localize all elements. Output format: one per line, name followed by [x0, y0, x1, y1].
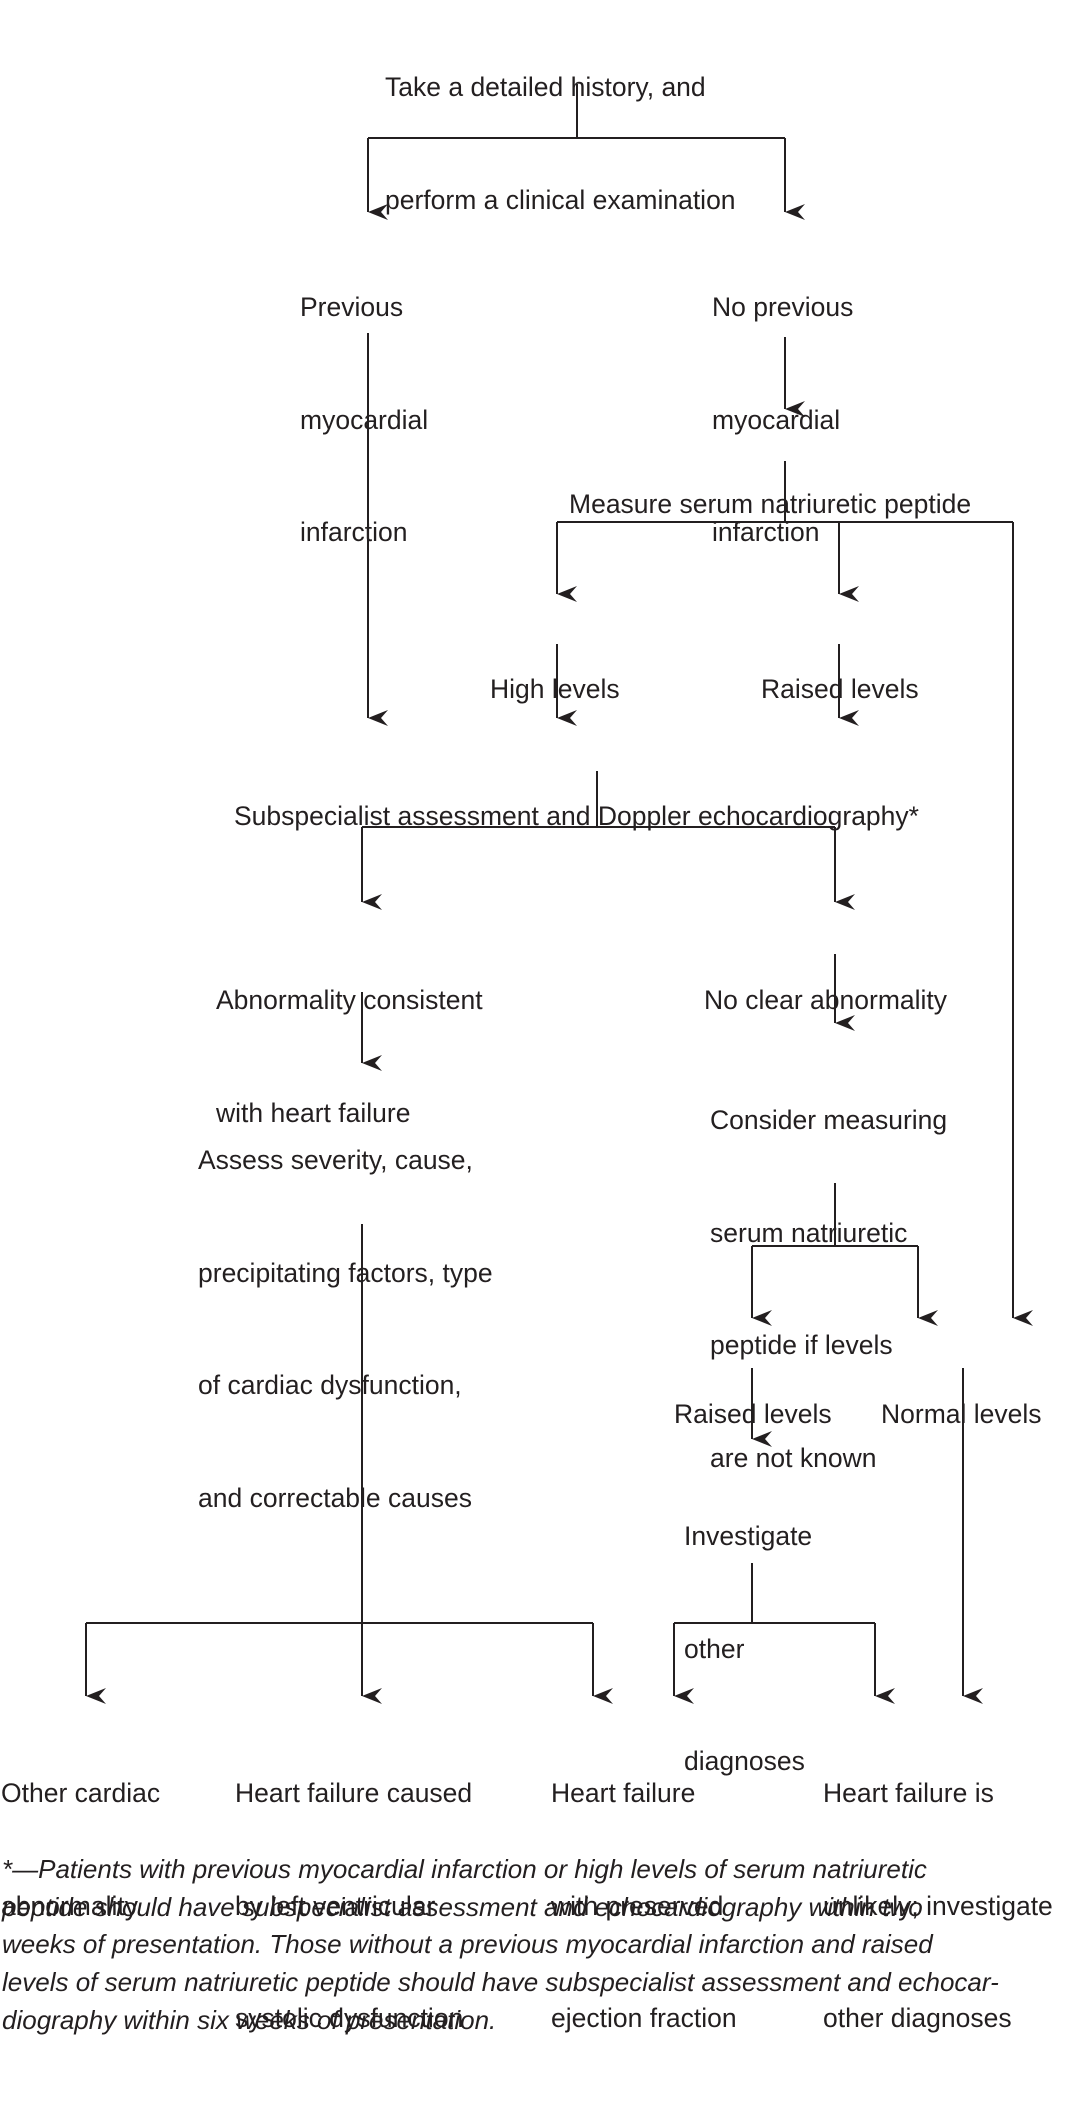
node-start: Take a detailed history, and perform a c…: [385, 0, 736, 294]
node-raised-levels-upper: Raised levels: [761, 596, 919, 784]
node-consider-line: Consider measuring: [710, 1105, 948, 1135]
node-no-previous-mi-line: myocardial: [712, 404, 841, 435]
node-consider-line: are not known: [710, 1442, 877, 1473]
node-no-clear-abnormality-line: No clear abnormality: [704, 985, 948, 1015]
node-measure-line: Measure serum natriuretic peptide: [569, 489, 972, 519]
node-consider-measuring: Consider measuring serum natriuretic pep…: [710, 1027, 947, 1552]
node-no-previous-mi-line: infarction: [712, 517, 820, 547]
node-raised-levels-lower: Raised levels: [674, 1321, 832, 1509]
footnote-line: peptide should have subspecialist assess…: [2, 1891, 923, 1922]
node-previous-mi: Previous myocardial infarction: [300, 214, 428, 627]
node-hf-unlikely-line: other diagnoses: [823, 2003, 1012, 2033]
node-no-previous-mi: No previous myocardial infarction: [712, 214, 853, 627]
node-no-clear-abnormality: No clear abnormality: [704, 907, 947, 1095]
node-hf-preserved-line: ejection fraction: [551, 2003, 737, 2033]
footnote-line: *—Patients with previous myocardial infa…: [2, 1854, 927, 1884]
node-hf-systolic-line: by left ventricular: [235, 1890, 436, 1921]
node-start-line: perform a clinical examination: [385, 184, 736, 215]
node-other-cardiac-line: Other cardiac: [1, 1778, 161, 1808]
node-abnormality-line: with heart failure: [216, 1097, 411, 1128]
node-hf-systolic-line: systolic dysfunction: [235, 2003, 464, 2033]
node-assess-severity: Assess severity, cause, precipitating fa…: [198, 1067, 493, 1592]
node-consider-line: peptide if levels: [710, 1330, 893, 1360]
node-consider-line: serum natriuretic: [710, 1217, 908, 1248]
node-investigate-other: Investigate other diagnoses: [684, 1443, 812, 1856]
node-previous-mi-line: infarction: [300, 517, 408, 547]
footnote: *—Patients with previous myocardial infa…: [2, 1851, 1074, 2040]
node-hf-preserved-ef: Heart failure with preserved ejection fr…: [551, 1700, 737, 2113]
node-assess-line: precipitating factors, type: [198, 1257, 493, 1288]
node-investigate-line: diagnoses: [684, 1746, 805, 1776]
node-high-levels-line: High levels: [490, 674, 620, 704]
node-start-line: Take a detailed history, and: [385, 72, 706, 102]
node-raised-levels-upper-line: Raised levels: [761, 674, 919, 704]
node-assess-line: of cardiac dysfunction,: [198, 1370, 462, 1400]
node-investigate-line: Investigate: [684, 1521, 813, 1551]
heart-failure-flowchart: Take a detailed history, and perform a c…: [1, 0, 1074, 2040]
footnote-line: diography within six weeks of presentati…: [2, 2004, 497, 2035]
node-hf-unlikely: Heart failure is unlikely; investigate o…: [823, 1700, 1053, 2113]
node-hf-preserved-line: with preserved: [551, 1890, 724, 1921]
node-hf-systolic-dysfunction: Heart failure caused by left ventricular…: [235, 1700, 472, 2113]
connector-lines: [85, 84, 1033, 1704]
node-previous-mi-line: myocardial: [300, 404, 429, 435]
node-previous-mi-line: Previous: [300, 292, 404, 322]
node-subspecialist-assessment: Subspecialist assessment and Doppler ech…: [234, 723, 919, 911]
node-hf-unlikely-line: unlikely; investigate: [823, 1890, 1053, 1921]
node-subspecialist-line: Subspecialist assessment and Doppler ech…: [234, 801, 919, 831]
footnote-line: weeks of presentation. Those without a p…: [2, 1929, 933, 1960]
node-normal-levels-line: Normal levels: [881, 1399, 1042, 1429]
node-other-cardiac-abnormality: Other cardiac abnormality: [1, 1700, 160, 2000]
footnote-line: levels of serum natriuretic peptide shou…: [2, 1967, 999, 1998]
node-assess-line: and correctable causes: [198, 1482, 472, 1513]
node-no-previous-mi-line: No previous: [712, 292, 854, 322]
node-assess-line: Assess severity, cause,: [198, 1145, 473, 1175]
node-abnormality-consistent: Abnormality consistent with heart failur…: [216, 907, 483, 1207]
node-hf-preserved-line: Heart failure: [551, 1778, 696, 1808]
node-abnormality-line: Abnormality consistent: [216, 985, 483, 1015]
node-hf-unlikely-line: Heart failure is: [823, 1778, 994, 1808]
node-hf-systolic-line: Heart failure caused: [235, 1778, 473, 1808]
node-raised-levels-lower-line: Raised levels: [674, 1399, 832, 1429]
node-investigate-line: other: [684, 1633, 745, 1664]
node-measure-natriuretic-peptide: Measure serum natriuretic peptide: [569, 411, 971, 599]
node-other-cardiac-line: abnormality: [1, 1890, 138, 1921]
node-normal-levels: Normal levels: [881, 1321, 1042, 1509]
node-high-levels: High levels: [490, 596, 620, 784]
